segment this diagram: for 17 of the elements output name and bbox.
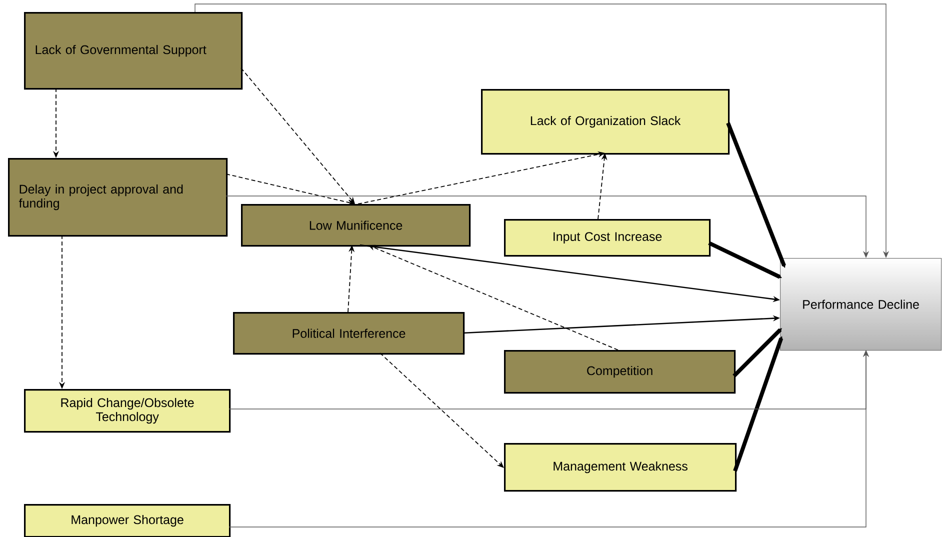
outcome-box: Performance Decline — [780, 258, 942, 351]
factor-box: Rapid Change/Obsolete Technology — [24, 389, 231, 433]
factor-box: Delay in project approval and funding — [8, 158, 228, 237]
factor-box: Lack of Governmental Support — [24, 12, 243, 90]
arrow — [732, 328, 782, 378]
arrow — [240, 68, 355, 204]
factor-box: Input Cost Increase — [504, 219, 711, 257]
factor-box: Lack of Organization Slack — [481, 89, 730, 155]
factor-box: Competition — [504, 350, 736, 394]
arrow — [380, 352, 504, 468]
arrow — [726, 122, 786, 268]
arrow — [708, 241, 782, 279]
factor-box: Management Weakness — [504, 443, 737, 492]
arrow — [733, 336, 784, 472]
factor-box: Low Munificence — [241, 204, 471, 247]
factor-box: Political Interference — [233, 312, 465, 355]
factor-box: Manpower Shortage — [24, 504, 231, 537]
